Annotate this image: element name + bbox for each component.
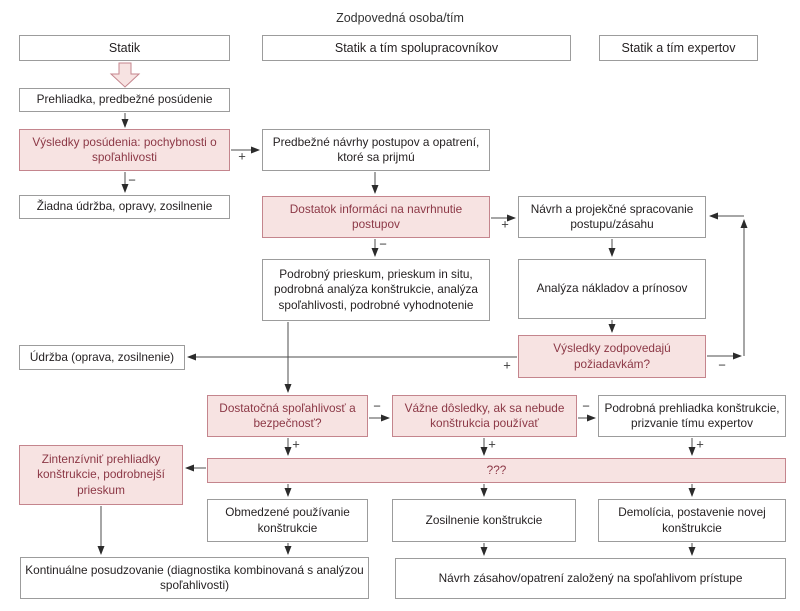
node-podrobny-prieskum: Podrobný prieskum, prieskum in situ, pod… <box>262 259 490 321</box>
header-statik-a-tim-expertov: Statik a tím expertov <box>599 35 758 61</box>
minus-label-vysledkyz-feedback: − <box>718 357 726 373</box>
node-vysledky-posudenia: Výsledky posúdenia: pochybnosti o spoľah… <box>19 129 230 171</box>
header-statik-a-tim-spolupracovnikov: Statik a tím spolupracovníkov <box>262 35 571 61</box>
node-dostatocna-spolahlivost: Dostatočná spoľahlivosť a bezpečnosť? <box>207 395 368 437</box>
node-otazniky: ??? <box>207 458 786 483</box>
node-zintenzivnit: Zintenzívniť prehliadky konštrukcie, pod… <box>19 445 183 505</box>
node-podrobna-prehliadka: Podrobná prehliadka konštrukcie, prizvan… <box>598 395 786 437</box>
node-udrzba: Údržba (oprava, zosilnenie) <box>19 345 185 370</box>
plus-label-dostatok-navrh: + <box>501 216 509 232</box>
plus-label-vysledky-predbezne: + <box>238 148 246 164</box>
node-demolicia: Demolícia, postavenie novej konštrukcie <box>598 499 786 542</box>
flow-arrows <box>97 62 748 556</box>
node-kontinualne-posudzovanie: Kontinuálne posudzovanie (diagnostika ko… <box>20 557 369 599</box>
node-navrh-projekcne: Návrh a projekčné spracovanie postupu/zá… <box>518 196 706 238</box>
node-obmedzene-pouzivanie: Obmedzené používanie konštrukcie <box>207 499 368 542</box>
minus-label-vazne-podrobna: − <box>582 398 590 414</box>
plus-label-dostatocna-otazniky: + <box>292 436 300 452</box>
plus-label-vazne-otazniky: + <box>488 436 496 452</box>
minus-label-dostatocna-vazne: − <box>373 398 381 414</box>
plus-label-vysledkyz-udrzba: + <box>503 357 511 373</box>
header-statik: Statik <box>19 35 230 61</box>
node-predbezne-navrhy: Predbežné návrhy postupov a opatrení, kt… <box>262 129 490 171</box>
minus-label-dostatok-podrobny: − <box>379 236 387 252</box>
node-dostatok-informacii: Dostatok informáci na navrhnutie postupo… <box>262 196 490 238</box>
node-vazne-dosledky: Vážne dôsledky, ak sa nebude konštrukcia… <box>392 395 577 437</box>
node-navrh-zasahov: Návrh zásahov/opatrení založený na spoľa… <box>395 558 786 599</box>
block-arrow-down-icon <box>109 62 141 88</box>
node-ziadna-udrzba: Žiadna údržba, opravy, zosilnenie <box>19 195 230 219</box>
node-zosilnenie: Zosilnenie konštrukcie <box>392 499 576 542</box>
node-analyza-nakladov: Analýza nákladov a prínosov <box>518 259 706 319</box>
diagram-title: Zodpovedná osoba/tím <box>336 11 464 25</box>
node-vysledky-zodpovedaju: Výsledky zodpovedajú požiadavkám? <box>518 335 706 378</box>
minus-label-vysledky-ziadna: − <box>128 172 136 188</box>
node-prehliadka: Prehliadka, predbežné posúdenie <box>19 88 230 112</box>
plus-label-podrobna-otazniky: + <box>696 436 704 452</box>
